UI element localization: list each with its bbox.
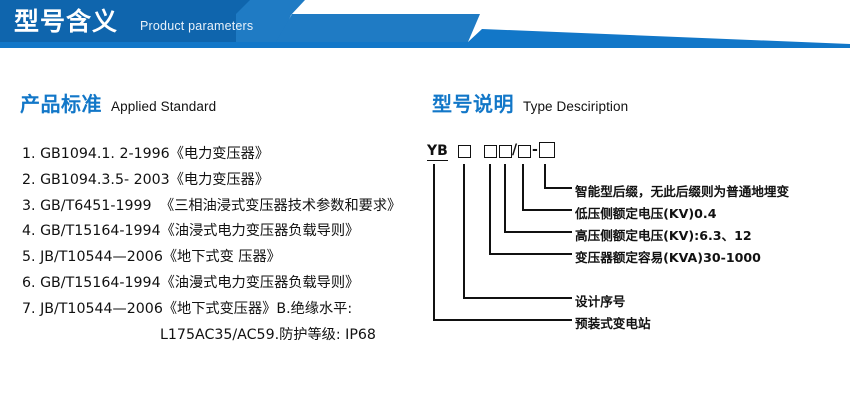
standard-code: 3. GB/T6451-1999 <box>22 197 152 214</box>
standard-code: 4. GB/T15164-1994 <box>22 223 161 240</box>
standard-name: 《油浸式电力变压器负载导则》 <box>160 223 360 240</box>
banner-shape <box>0 0 850 48</box>
standard-code: 5. JB/T10544—2006 <box>22 249 163 266</box>
type-code-box-2 <box>484 145 497 158</box>
applied-standard-heading-cn: 产品标准 <box>20 92 102 116</box>
type-code-box-4 <box>518 145 531 158</box>
standard-name: 《电力变压器》 <box>169 171 270 188</box>
list-item: 3. GB/T6451-1999 《三相油浸式变压器技术参数和要求》 <box>22 195 442 221</box>
banner-title-en: Product parameters <box>140 19 254 33</box>
applied-standard-list: 1. GB1094.1. 2-1996 《电力变压器》 2. GB1094.3.… <box>22 143 442 349</box>
standard-name: 《油漫式电力变压器负载导则》 <box>160 274 360 291</box>
type-code-dash: - <box>532 142 538 158</box>
standard-name: 《地下式变 压器》 <box>162 249 281 266</box>
standard-name: 《地下式变压器》B.绝缘水平: <box>162 300 353 317</box>
standard-code: 7. JB/T10544—2006 <box>22 300 163 317</box>
callout-label-lv-voltage: 低压侧额定电压(KV)0.4 <box>575 206 717 221</box>
callout-label-station: 预装式变电站 <box>575 316 651 331</box>
list-item: 6. GB/T15164-1994 《油漫式电力变压器负载导则》 <box>22 272 442 298</box>
type-code-diagram: YB / - 智能型后缀，无此后缀则为普通地埋变 低压侧额定电压(KV)0.4 … <box>420 140 850 340</box>
type-code-box-5 <box>539 142 555 158</box>
callout-label-design-no: 设计序号 <box>575 294 626 309</box>
leader-lines <box>433 164 572 321</box>
standard-code: 6. GB/T15164-1994 <box>22 274 161 291</box>
type-description-heading-cn: 型号说明 <box>432 92 514 116</box>
applied-standard-heading-en: Applied Standard <box>111 99 217 114</box>
type-code-slash: / <box>512 142 518 158</box>
standard-name: 《电力变压器》 <box>169 146 270 162</box>
type-description-heading: 型号说明 Type Desciription <box>432 88 628 117</box>
type-description-heading-en: Type Desciription <box>523 99 629 114</box>
callout-label-hv-voltage: 高压侧额定电压(KV):6.3、12 <box>575 228 752 243</box>
list-item: 1. GB1094.1. 2-1996 《电力变压器》 <box>22 143 442 169</box>
standard-code: 1. GB1094.1. 2-1996 <box>22 146 170 162</box>
page-header-banner: 型号含义 Product parameters <box>0 0 850 52</box>
applied-standard-heading: 产品标准 Applied Standard <box>20 88 216 117</box>
callout-label-suffix: 智能型后缀，无此后缀则为普通地埋变 <box>575 184 790 199</box>
list-item: 5. JB/T10544—2006 《地下式变 压器》 <box>22 246 442 272</box>
type-code-prefix: YB <box>427 143 448 161</box>
standard-name: 《三相油浸式变压器技术参数和要求》 <box>160 197 402 214</box>
banner-title-cn: 型号含义 <box>14 7 119 36</box>
type-code-box-1 <box>458 145 471 158</box>
standard-continuation-line: L175AC35/AC59.防护等级: IP68 <box>160 326 376 343</box>
standard-code: 2. GB1094.3.5- 2003 <box>22 171 170 188</box>
type-code-box-3 <box>499 145 512 158</box>
callout-label-capacity: 变压器额定容易(KVA)30-1000 <box>575 250 761 265</box>
list-item: 2. GB1094.3.5- 2003 《电力变压器》 <box>22 169 442 195</box>
list-item: 7. JB/T10544—2006 《地下式变压器》B.绝缘水平: <box>22 298 442 324</box>
list-item: 4. GB/T15164-1994 《油浸式电力变压器负载导则》 <box>22 220 442 246</box>
